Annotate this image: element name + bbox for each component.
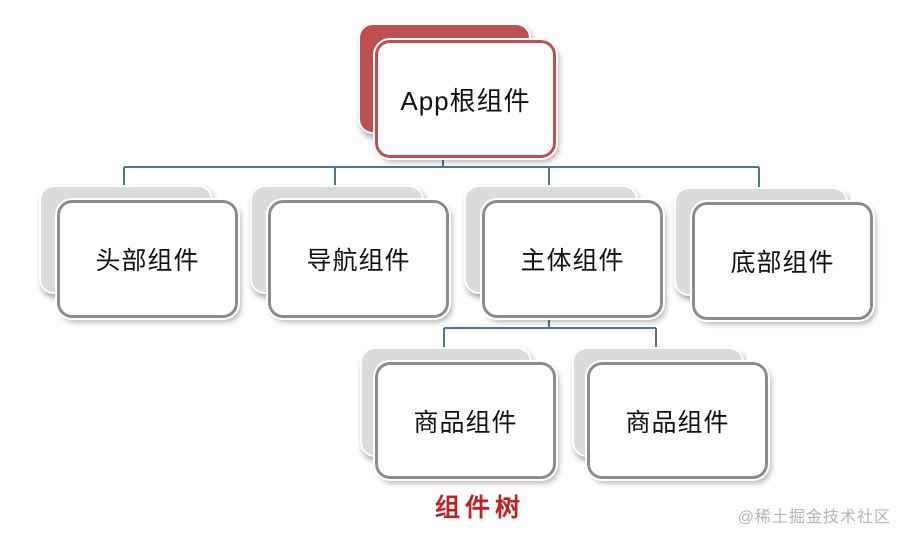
diagram-caption: 组件树 — [434, 494, 525, 522]
node-product-2-card: 商品组件 — [585, 360, 770, 481]
node-app-root-label: App根组件 — [400, 85, 531, 116]
node-footer-label: 底部组件 — [730, 249, 835, 277]
node-footer-card: 底部组件 — [690, 200, 875, 322]
node-product-2-label: 商品组件 — [625, 408, 730, 437]
node-main-label: 主体组件 — [520, 247, 625, 275]
node-nav-card: 导航组件 — [266, 198, 451, 320]
node-app-root-card: App根组件 — [373, 38, 558, 160]
node-header-card: 头部组件 — [55, 198, 240, 320]
node-header-label: 头部组件 — [95, 247, 200, 275]
node-product-1-label: 商品组件 — [413, 408, 518, 437]
node-nav-label: 导航组件 — [306, 247, 411, 275]
watermark-text: @稀土掘金技术社区 — [737, 509, 891, 526]
node-product-1-card: 商品组件 — [373, 360, 558, 481]
node-main-card: 主体组件 — [480, 198, 665, 320]
